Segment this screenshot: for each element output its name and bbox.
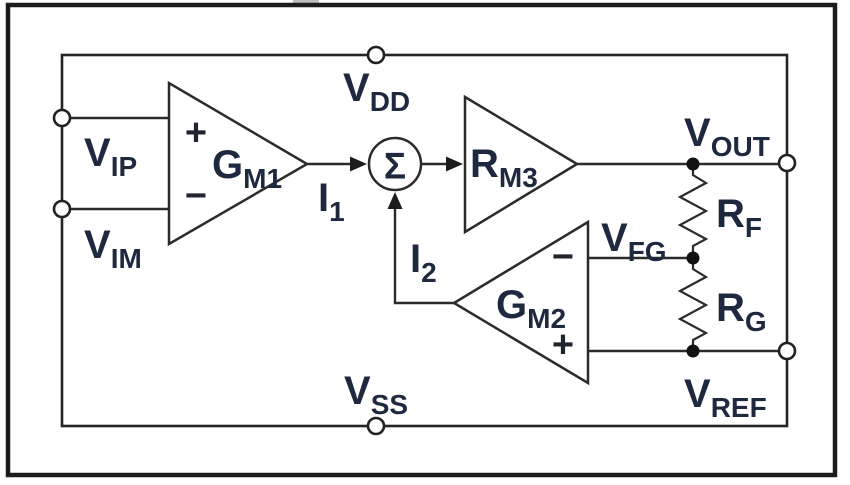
vdd-terminal	[366, 45, 386, 65]
gm2-label: GM2	[496, 283, 566, 334]
gm1-amplifier	[167, 80, 310, 247]
rg-label: RG	[716, 286, 767, 337]
vss-terminal	[366, 416, 386, 436]
top-edge-artifact	[293, 0, 319, 3]
vfg-junction-dot	[686, 251, 700, 265]
summing-node-circle	[367, 136, 423, 192]
i1-current-label: I1	[318, 176, 345, 227]
vim-label: VIM	[84, 223, 142, 274]
gm1-plus-sign: +	[185, 112, 207, 154]
rm3-output-stage	[463, 94, 580, 235]
vip-terminal	[52, 108, 72, 128]
gm1-label: GM1	[212, 143, 282, 194]
rf-resistor	[677, 164, 709, 258]
rm3-label: RM3	[470, 142, 538, 193]
gm1-minus-sign: −	[185, 175, 207, 217]
vfg-label: VFG	[601, 216, 667, 267]
vref-junction-dot	[686, 344, 700, 358]
sigma-symbol: Σ	[384, 146, 406, 187]
vref-label: VREF	[684, 372, 767, 423]
vout-terminal	[777, 153, 797, 173]
vss-label: VSS	[344, 369, 408, 420]
gm2-minus-sign: −	[552, 236, 574, 278]
vout-label: VOUT	[684, 111, 770, 162]
arrow-into-rm3-icon	[446, 156, 463, 172]
i2-wire	[393, 206, 454, 305]
arrow-i2-up-icon	[387, 192, 403, 209]
i2-current-label: I2	[410, 237, 437, 288]
figure-border	[5, 2, 838, 478]
device-boundary	[60, 53, 789, 428]
gm2-amplifier	[451, 219, 590, 386]
vout-junction-dot	[686, 157, 700, 171]
rg-resistor	[677, 258, 709, 351]
arrow-into-summer-icon	[350, 156, 367, 172]
rf-label: RF	[716, 192, 762, 243]
gm2-plus-sign: +	[552, 324, 574, 366]
vref-terminal	[777, 341, 797, 361]
vdd-label: VDD	[343, 66, 410, 117]
vim-terminal	[52, 199, 72, 219]
vip-label: VIP	[84, 131, 137, 182]
